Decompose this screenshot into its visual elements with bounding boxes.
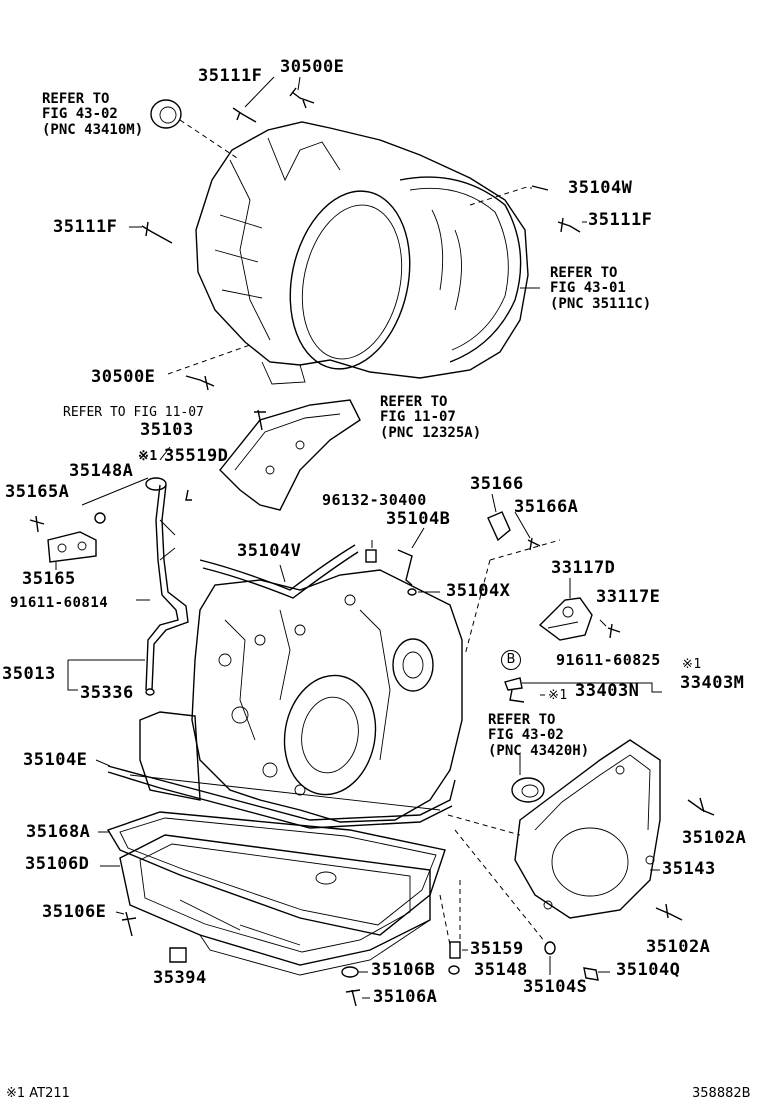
part-label-35106D: 35106D	[25, 854, 90, 874]
part-label-30500E-bottom: 30500E	[91, 367, 156, 387]
note-marker-33403N: ※1	[548, 688, 568, 703]
reference-note-fig-11-07-inline: REFER TO FIG 11-07	[63, 405, 204, 420]
note-marker-91611-60825: ※1	[682, 657, 702, 672]
part-label-35104E: 35104E	[23, 750, 88, 770]
transaxle-housing	[195, 121, 529, 385]
part-label-35106E: 35106E	[42, 902, 107, 922]
part-label-33117E: 33117E	[596, 587, 661, 607]
part-label-96132-30400: 96132-30400	[322, 491, 427, 509]
reference-note-12325A: REFER TO FIG 11-07 (PNC 12325A)	[380, 394, 482, 441]
part-label-35165: 35165	[22, 569, 76, 589]
oil-pan	[119, 834, 431, 976]
part-label-35148: 35148	[474, 960, 528, 980]
part-label-35106B: 35106B	[371, 960, 436, 980]
side-cover	[514, 739, 661, 919]
part-label-35104W: 35104W	[568, 178, 633, 198]
figure-code: 358882B	[692, 1086, 751, 1101]
part-label-35166: 35166	[470, 474, 524, 494]
part-label-33403N: 33403N	[575, 681, 640, 701]
part-label-35104S: 35104S	[523, 977, 588, 997]
part-label-35104V: 35104V	[237, 541, 302, 561]
bracket-12325A	[219, 399, 361, 511]
part-label-91611-60825: 91611-60825	[556, 651, 661, 669]
part-label-35166A: 35166A	[514, 497, 579, 517]
reference-note-43410M: REFER TO FIG 43-02 (PNC 43410M)	[42, 91, 144, 138]
footer-note: ※1 AT211	[6, 1086, 70, 1101]
part-label-35519D: 35519D	[164, 446, 229, 466]
part-label-91611-60814: 91611-60814	[10, 595, 109, 611]
part-label-35394: 35394	[153, 968, 207, 988]
part-label-33403M: 33403M	[680, 673, 745, 693]
part-label-35104X: 35104X	[446, 581, 511, 601]
part-label-35168A: 35168A	[26, 822, 91, 842]
dipstick-assembly	[145, 477, 189, 691]
part-label-35165A: 35165A	[5, 482, 70, 502]
part-label-35336: 35336	[80, 683, 134, 703]
part-label-35143: 35143	[662, 859, 716, 879]
part-label-35103: 35103	[140, 420, 194, 440]
part-label-35106A: 35106A	[373, 987, 438, 1007]
part-label-35102A-top: 35102A	[682, 828, 747, 848]
part-label-35104Q: 35104Q	[616, 960, 681, 980]
note-marker-35519D: ※1	[138, 449, 158, 464]
reference-note-35111C: REFER TO FIG 43-01 (PNC 35111C)	[550, 265, 652, 312]
part-label-33117D: 33117D	[551, 558, 616, 578]
part-label-35111F-right: 35111F	[588, 210, 653, 230]
transmission-case	[191, 569, 463, 823]
part-label-35111F-left: 35111F	[53, 217, 118, 237]
part-label-35013: 35013	[2, 664, 56, 684]
part-label-35159: 35159	[470, 939, 524, 959]
part-label-35111F-top: 35111F	[198, 66, 263, 86]
part-label-35104B: 35104B	[386, 509, 451, 529]
reference-note-43420H: REFER TO FIG 43-02 (PNC 43420H)	[488, 712, 590, 759]
b-marker: B	[501, 650, 521, 670]
part-label-35102A-bottom: 35102A	[646, 937, 711, 957]
speed-sensor	[538, 597, 593, 641]
part-label-35148A: 35148A	[69, 461, 134, 481]
part-label-30500E-top: 30500E	[280, 57, 345, 77]
